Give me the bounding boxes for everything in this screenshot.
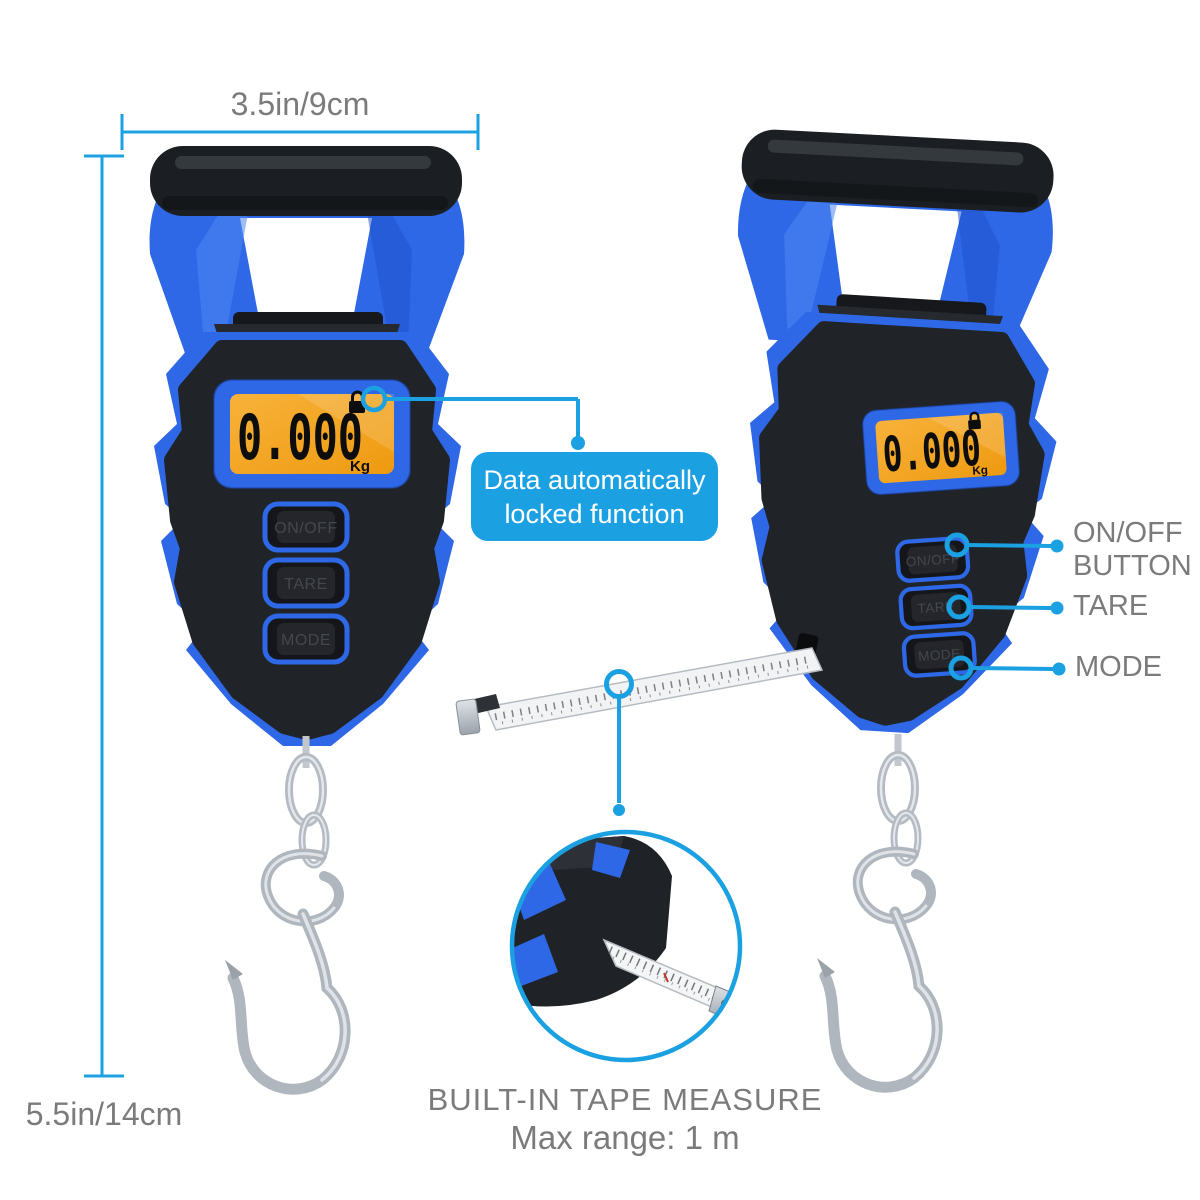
- mode-callout-label: MODE: [1075, 651, 1162, 683]
- highlight-ring: [604, 669, 634, 699]
- left-display: [212, 378, 412, 490]
- right-scale: [455, 127, 1065, 1087]
- right-display: [860, 399, 1022, 497]
- on-off-callout-line1: ON/OFF: [1073, 517, 1183, 549]
- tare-callout-label: TARE: [1073, 590, 1149, 622]
- lock-callout-leader: [360, 385, 585, 450]
- magnifier-inset: [509, 829, 743, 1063]
- tape-measure-title: BUILT-IN TAPE MEASURE: [427, 1082, 823, 1117]
- magnifier-circle: [509, 829, 743, 1063]
- data-lock-callout-line1: Data automatically: [483, 464, 706, 495]
- width-dimension-label: 3.5in/9cm: [230, 86, 370, 122]
- data-lock-callout-line2: locked function: [504, 498, 685, 529]
- data-lock-callout: Data automatically locked function: [471, 452, 718, 541]
- tape-measure-subtitle: Max range: 1 m: [510, 1119, 740, 1156]
- left-hook: [225, 736, 345, 1089]
- button-leaders: [944, 532, 1066, 681]
- height-dimension-line: [84, 154, 124, 1078]
- right-hook: [817, 734, 937, 1087]
- height-dimension-label: 5.5in/14cm: [25, 1096, 183, 1132]
- on-off-callout-line2: BUTTON: [1073, 550, 1192, 582]
- tape-measure: [455, 647, 824, 736]
- tape-end-hook: [470, 694, 500, 714]
- on-off-callout-label: ON/OFF BUTTON: [1073, 517, 1192, 583]
- right-buttons: [897, 538, 976, 677]
- tape-leader: [604, 669, 634, 816]
- width-dimension-line: [120, 114, 480, 150]
- left-scale: [150, 146, 465, 1089]
- left-buttons: [265, 504, 347, 662]
